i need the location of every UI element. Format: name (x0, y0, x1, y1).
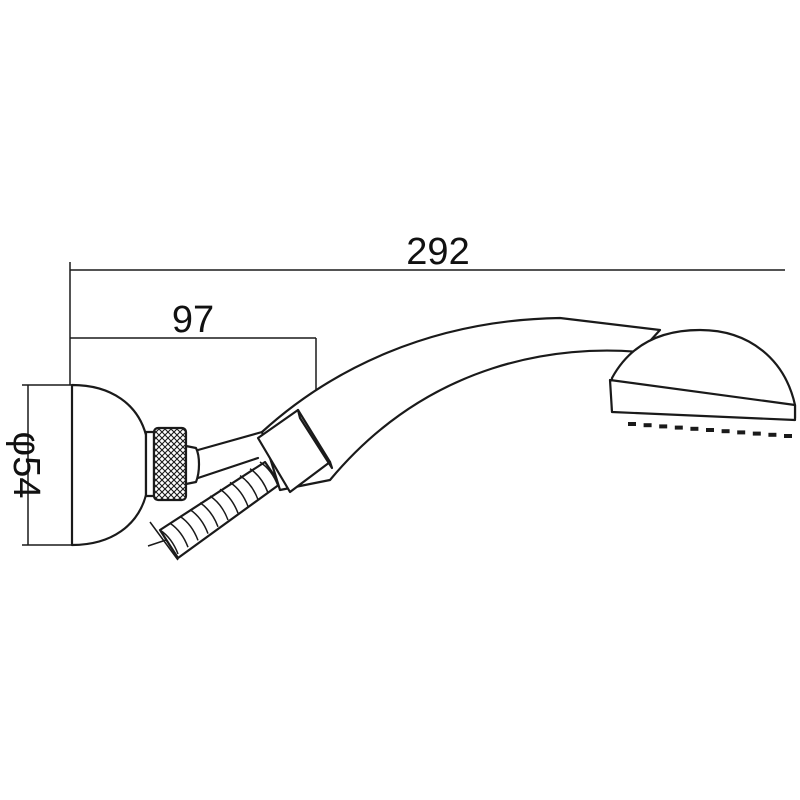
clamp-edge (296, 408, 334, 470)
shower-head (608, 328, 797, 438)
spray-nozzle (643, 423, 652, 428)
swivel-neck (184, 444, 201, 486)
dimension-base-diameter: φ54 (5, 384, 72, 546)
holder-clamp (256, 408, 334, 494)
hose-rib (199, 502, 219, 528)
hose-rib (229, 481, 249, 507)
base-diameter-label: φ54 (5, 432, 47, 499)
spray-nozzle (690, 426, 699, 431)
hose-rib (189, 508, 209, 534)
holder-length-label: 97 (172, 299, 214, 341)
spray-nozzle (768, 432, 777, 437)
holder-arm (196, 430, 264, 480)
neck-ball (184, 444, 201, 486)
spray-nozzle (752, 431, 761, 436)
mount-dome (70, 383, 148, 547)
spray-nozzle (721, 429, 730, 434)
arm-lower-edge (196, 456, 260, 480)
hose-end-cut (147, 521, 179, 561)
nut-collar (144, 430, 156, 498)
hose-rib (159, 529, 179, 555)
knurled-nut (144, 426, 188, 502)
spray-nozzle (784, 434, 792, 438)
hose-rib (169, 522, 189, 548)
hose-rib (249, 468, 269, 494)
spray-nozzle (659, 424, 668, 429)
spray-nozzle (628, 422, 636, 426)
head-face-plate (608, 378, 797, 422)
arm-upper-edge (196, 430, 264, 452)
dimension-overall-length: 292 (69, 231, 785, 385)
spray-nozzle (737, 430, 746, 435)
hose-rib (239, 474, 259, 500)
nut-knurled-body (152, 426, 188, 502)
spray-nozzle (674, 425, 683, 430)
spray-nozzle (706, 428, 714, 432)
wall-mount-base (70, 383, 148, 547)
hose-rib (219, 488, 239, 514)
hose-rib (209, 495, 229, 521)
overall-length-label: 292 (406, 231, 469, 273)
dimension-holder-length: 97 (70, 299, 317, 430)
spray-nozzles (628, 422, 792, 438)
hose-rib (179, 515, 199, 541)
